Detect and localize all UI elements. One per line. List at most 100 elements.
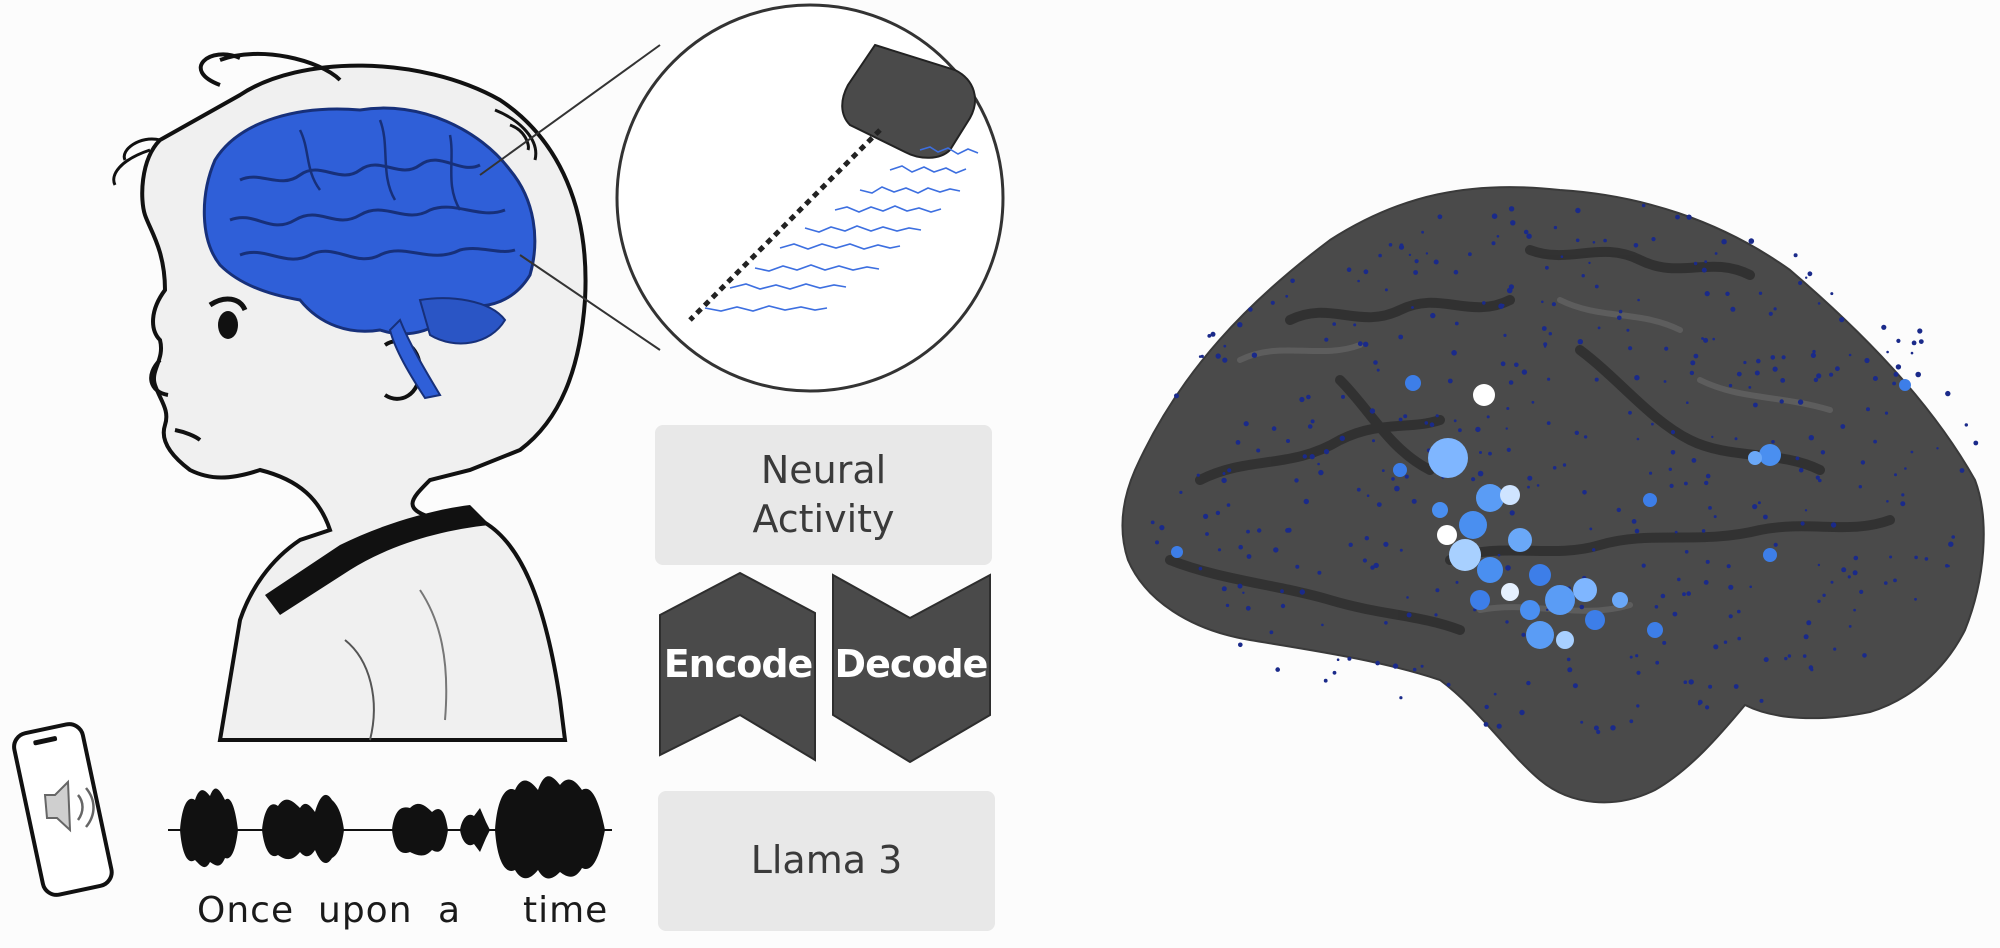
cortex-dot (1453, 419, 1457, 423)
cortex-dot (1223, 344, 1227, 348)
cortex-dot (1509, 510, 1515, 516)
cortex-dot (1552, 466, 1557, 470)
cortex-dot (1889, 555, 1893, 559)
cortex-dot (1473, 608, 1477, 612)
cortex-dot (1295, 564, 1300, 569)
llama-3-label: Llama 3 (750, 838, 903, 883)
cortex-dot (1759, 698, 1764, 703)
cortex-dot (1900, 501, 1906, 507)
cortex-dot (1703, 580, 1709, 585)
cortex-dot (1839, 317, 1845, 323)
cortex-dot (1688, 679, 1694, 685)
cortex-dot (1686, 214, 1692, 220)
cortex-dot (1641, 563, 1646, 568)
cortex-dot (1323, 449, 1330, 455)
cortex-dot (1817, 302, 1821, 305)
cortex-dot (1238, 642, 1243, 648)
cortex-dot (1812, 349, 1816, 354)
cortex-dot (1872, 376, 1878, 381)
cortex-dot (1198, 566, 1203, 571)
cortex-dot (1248, 307, 1253, 312)
cortex-dot (1553, 225, 1558, 230)
cortex-dot (1866, 407, 1870, 412)
cortex-dot (1721, 239, 1727, 245)
cortex-dot (1348, 542, 1353, 547)
cortex-dot (1862, 653, 1867, 658)
cortex-dot (1526, 233, 1532, 239)
cortex-dot (1155, 540, 1159, 545)
cortex-dot (1713, 515, 1717, 519)
cortex-dot (1911, 340, 1917, 346)
cortex-dot (1631, 519, 1637, 524)
cortex-dot (1901, 493, 1905, 497)
cortex-dot (1527, 475, 1533, 481)
cortex-dot (1805, 276, 1808, 279)
cortex-dot (1363, 341, 1369, 347)
cortex-dot (1353, 323, 1357, 327)
cortex-dot (1285, 294, 1289, 298)
cortex-dot (1726, 564, 1731, 569)
cortex-dot (1884, 411, 1889, 415)
cortex-dot (1795, 456, 1800, 461)
cortex-dot (1317, 570, 1322, 575)
cortex-dot (1376, 368, 1380, 372)
cortex-dot (1506, 287, 1513, 294)
cortex-dot (1660, 593, 1666, 599)
cortex-dot (1346, 267, 1352, 273)
cortex-dot (1196, 473, 1200, 477)
cortex-dot (1784, 656, 1788, 661)
cortex-dot (1808, 665, 1814, 670)
cortex-dot (1663, 380, 1667, 383)
electrode-icon (688, 43, 976, 322)
cortex-dot (1221, 477, 1227, 484)
cortex-dot (1758, 291, 1763, 295)
cortex-dot (1860, 460, 1866, 465)
cortex-dot (1285, 528, 1290, 533)
cortex-dot (1496, 723, 1502, 729)
cortex-dot (1773, 307, 1777, 311)
cortex-dot (1376, 502, 1382, 507)
cortex-dot (1491, 213, 1498, 219)
cortex-rendering (1121, 186, 1985, 804)
cortex-dot (1541, 300, 1544, 304)
cortex-dot (1668, 467, 1673, 471)
cortex-dot (1802, 654, 1807, 658)
cortex-dot (1924, 557, 1929, 561)
cortex-dot (1807, 271, 1813, 277)
cortex-dot (1749, 585, 1752, 589)
cortex-dot (1936, 447, 1939, 450)
cortex-dot (1633, 243, 1639, 248)
cortex-dot (1918, 339, 1924, 344)
cortex-dot (1808, 435, 1815, 441)
cortex-dot (1616, 507, 1622, 513)
cortex-dot (1752, 504, 1758, 510)
cortex-dot (1357, 279, 1360, 283)
cortex-dot (1748, 386, 1752, 389)
cortex-dot (1562, 463, 1567, 467)
cortex-dot (1497, 553, 1501, 557)
cortex-dot (1734, 437, 1738, 441)
cortex-dot (1864, 357, 1870, 364)
cortex-dot (1372, 439, 1375, 443)
cortex-dot (1280, 589, 1284, 594)
cortex-dot (1403, 414, 1408, 419)
cortex-dot (1505, 565, 1511, 571)
cortex-dot (1798, 467, 1804, 473)
cortex-dot (1280, 603, 1286, 609)
cortex-dot (1797, 399, 1804, 405)
cortex-dot (1275, 667, 1280, 672)
cortex-dot (1159, 525, 1165, 531)
cortex-dot (1453, 269, 1459, 275)
cortex-dot (1378, 253, 1382, 258)
cortex-dot (1375, 660, 1380, 666)
caption-word-1: Once (197, 890, 295, 931)
cortex-dot (1505, 620, 1509, 624)
cortex-dot (1174, 393, 1179, 399)
cortex-dot (1779, 399, 1784, 404)
cortex-dot (1893, 578, 1897, 583)
cortex-dot (1917, 328, 1923, 334)
cortex-dot (1215, 510, 1221, 516)
cortex-dot (1506, 407, 1510, 410)
cortex-dot (1886, 500, 1889, 503)
